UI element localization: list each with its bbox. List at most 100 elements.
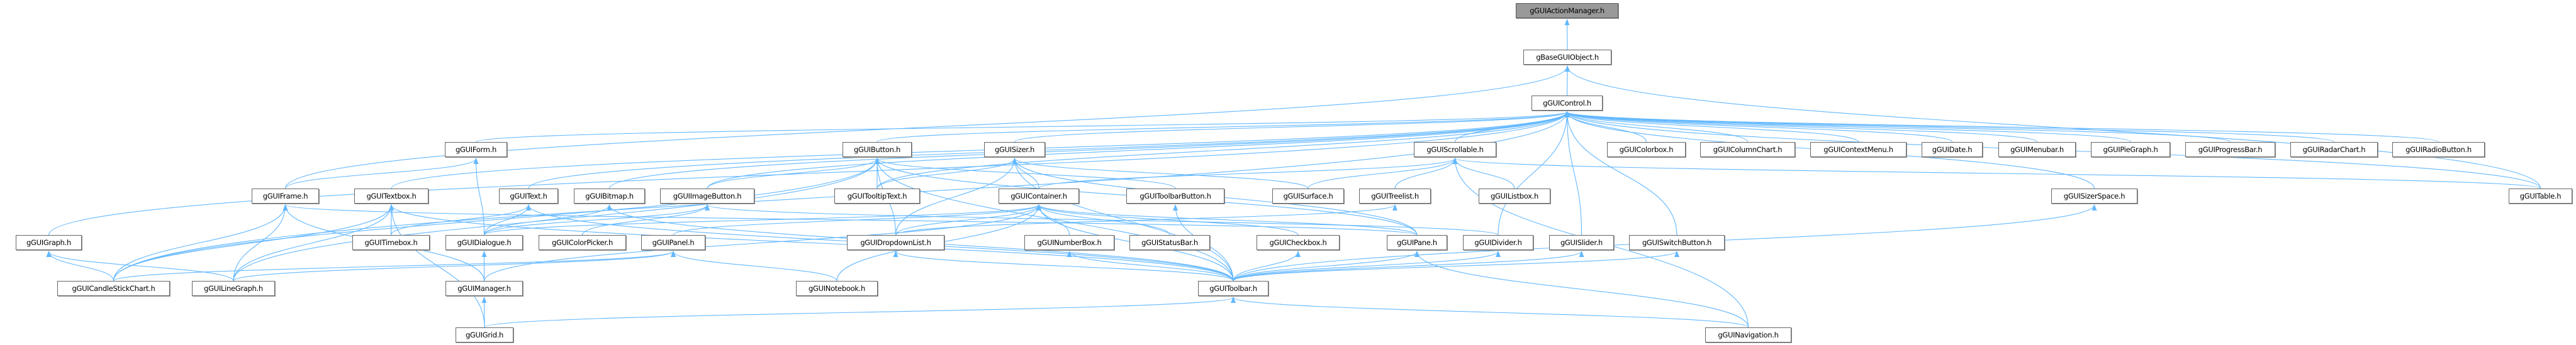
graph-node-baseguiobject[interactable]: gBaseGUIObject.h xyxy=(1523,50,1611,65)
graph-node-divider[interactable]: gGUIDivider.h xyxy=(1463,235,1533,250)
edge-notebook-to-panel xyxy=(671,251,837,282)
edge-candlestickchart-to-textbox xyxy=(113,204,394,282)
graph-node-bitmap[interactable]: gGUIBitmap.h xyxy=(574,189,645,204)
edge-button-to-control xyxy=(876,111,1570,143)
graph-node-radiobutton[interactable]: gGUIRadioButton.h xyxy=(2392,142,2485,157)
graph-node-radarchart[interactable]: gGUIRadarChart.h xyxy=(2290,142,2378,157)
edge-linegraph-to-textbox xyxy=(233,204,394,282)
graph-node-text[interactable]: gGUIText.h xyxy=(499,189,558,204)
graph-node-statusbar[interactable]: gGUIStatusBar.h xyxy=(1129,235,1210,250)
graph-node-scrollable[interactable]: gGUIScrollable.h xyxy=(1414,142,1496,157)
edge-date-to-control xyxy=(1564,111,1953,143)
graph-node-dropdownlist[interactable]: gGUIDropdownList.h xyxy=(847,235,944,250)
graph-node-columnchart[interactable]: gGUIColumnChart.h xyxy=(1700,142,1795,157)
graph-node-colorbox[interactable]: gGUIColorbox.h xyxy=(1607,142,1686,157)
edge-candlestickchart-to-graph xyxy=(46,251,115,282)
edge-tooltiptext-to-sizer xyxy=(876,158,1017,189)
graph-node-contextmenu[interactable]: gGUIContextMenu.h xyxy=(1810,142,1907,157)
edge-candlestickchart-to-frame xyxy=(113,204,288,282)
edge-grid-to-textbox xyxy=(389,204,485,328)
graph-node-button[interactable]: gGUIButton.h xyxy=(843,142,912,157)
edge-dropdownlist-to-container xyxy=(895,204,1041,236)
graph-node-checkbox[interactable]: gGUICheckbox.h xyxy=(1257,235,1340,250)
edge-text-to-control xyxy=(528,111,1570,189)
graph-node-switchbutton[interactable]: gGUISwitchButton.h xyxy=(1629,235,1725,250)
edge-dialogue-to-form xyxy=(473,158,485,236)
graph-node-notebook[interactable]: gGUINotebook.h xyxy=(796,281,878,296)
edge-pane-to-frame xyxy=(283,204,1418,236)
edge-toolbar-to-slider xyxy=(1233,251,1584,282)
edge-toolbarbutton-to-button xyxy=(875,158,1176,189)
edge-toolbar-to-textbox xyxy=(389,204,1234,282)
edge-divider-to-control xyxy=(1498,111,1570,236)
graph-node-manager[interactable]: gGUIManager.h xyxy=(445,281,523,296)
graph-node-candlestickchart[interactable]: gGUICandleStickChart.h xyxy=(57,281,170,296)
edge-columnchart-to-control xyxy=(1564,111,1749,143)
edge-toolbar-to-button xyxy=(875,158,1234,282)
edge-pane-to-container xyxy=(1036,204,1418,236)
edge-progressbar-to-control xyxy=(1564,111,2231,143)
edge-container-to-scrollable xyxy=(1038,158,1458,189)
graph-node-graph[interactable]: gGUIGraph.h xyxy=(16,235,82,250)
edge-grid-to-toolbar xyxy=(484,297,1236,328)
edge-dropdownlist-to-sizer xyxy=(895,158,1017,236)
graph-node-linegraph[interactable]: gGUILineGraph.h xyxy=(192,281,275,296)
graph-node-surface[interactable]: gGUISurface.h xyxy=(1272,189,1344,204)
graph-node-pane[interactable]: gGUIPane.h xyxy=(1387,235,1447,250)
graph-node-grid[interactable]: gGUIGrid.h xyxy=(456,327,513,342)
graph-node-progressbar[interactable]: gGUIProgressBar.h xyxy=(2185,142,2275,157)
graph-node-dialogue[interactable]: gGUIDialogue.h xyxy=(445,235,523,250)
edge-imagebutton-to-button xyxy=(707,158,880,189)
graph-node-sizerspace[interactable]: gGUISizerSpace.h xyxy=(2051,189,2137,204)
graph-node-actionmanager[interactable]: gGUIActionManager.h xyxy=(1516,3,1618,18)
edge-graph-to-control xyxy=(48,111,1570,236)
edge-surface-to-scrollable xyxy=(1308,158,1458,189)
edge-toolbar-to-divider xyxy=(1233,251,1501,282)
edge-linegraph-to-frame xyxy=(233,204,288,282)
edge-toolbar-to-pane xyxy=(1233,251,1420,282)
edge-imagebutton-to-control xyxy=(707,111,1570,189)
edge-toolbar-to-switchbutton xyxy=(1233,251,1679,282)
graph-node-textbox[interactable]: gGUITextbox.h xyxy=(354,189,428,204)
edge-piegraph-to-control xyxy=(1564,111,2131,143)
graph-node-colorpicker[interactable]: gGUIColorPicker.h xyxy=(539,235,626,250)
graph-node-toolbar[interactable]: gGUIToolbar.h xyxy=(1198,281,1268,296)
edge-form-to-control xyxy=(475,111,1569,143)
edge-linegraph-to-panel xyxy=(233,251,676,282)
graph-node-slider[interactable]: gGUISlider.h xyxy=(1549,235,1614,250)
edge-colorpicker-to-imagebutton xyxy=(581,204,710,236)
edge-sizer-to-control xyxy=(1014,111,1570,143)
edge-frame-to-baseguiobject xyxy=(284,65,1570,189)
graph-node-treelist[interactable]: gGUITreelist.h xyxy=(1359,189,1431,204)
graph-node-timebox[interactable]: gGUITimebox.h xyxy=(352,235,430,250)
graph-node-numberbox[interactable]: gGUINumberBox.h xyxy=(1024,235,1114,250)
edge-contextmenu-to-control xyxy=(1564,111,1859,143)
graph-node-tooltiptext[interactable]: gGUITooltipText.h xyxy=(834,189,920,204)
graph-node-control[interactable]: gGUIControl.h xyxy=(1532,96,1603,111)
edge-switchbutton-to-control xyxy=(1564,111,1677,236)
graph-node-date[interactable]: gGUIDate.h xyxy=(1922,142,1983,157)
edge-manager-to-container xyxy=(483,204,1041,282)
graph-node-navigation[interactable]: gGUINavigation.h xyxy=(1705,327,1791,342)
edge-toolbar-to-numberbox xyxy=(1067,251,1234,282)
graph-node-imagebutton[interactable]: gGUIImageButton.h xyxy=(660,189,754,204)
graph-node-container[interactable]: gGUIContainer.h xyxy=(999,189,1079,204)
edge-divider-to-imagebutton xyxy=(705,204,1499,236)
graph-node-frame[interactable]: gGUIFrame.h xyxy=(252,189,319,204)
edge-frame-to-form xyxy=(284,158,479,189)
graph-node-piegraph[interactable]: gGUIPieGraph.h xyxy=(2091,142,2170,157)
edge-toolbar-to-checkbox xyxy=(1233,251,1301,282)
graph-node-panel[interactable]: gGUIPanel.h xyxy=(641,235,705,250)
edge-linegraph-to-button xyxy=(233,158,880,282)
edge-linegraph-to-graph xyxy=(46,251,234,282)
graph-node-sizer[interactable]: gGUISizer.h xyxy=(984,142,1045,157)
graph-node-toolbarbutton[interactable]: gGUIToolbarButton.h xyxy=(1126,189,1224,204)
edge-navigation-to-pane xyxy=(1414,251,1749,328)
edge-bitmap-to-control xyxy=(608,111,1570,189)
graph-node-listbox[interactable]: gGUIListbox.h xyxy=(1479,189,1550,204)
graph-node-table[interactable]: gGUITable.h xyxy=(2509,189,2572,204)
graph-node-form[interactable]: gGUIForm.h xyxy=(445,142,507,157)
graph-node-menubar[interactable]: gGUIMenubar.h xyxy=(1998,142,2076,157)
